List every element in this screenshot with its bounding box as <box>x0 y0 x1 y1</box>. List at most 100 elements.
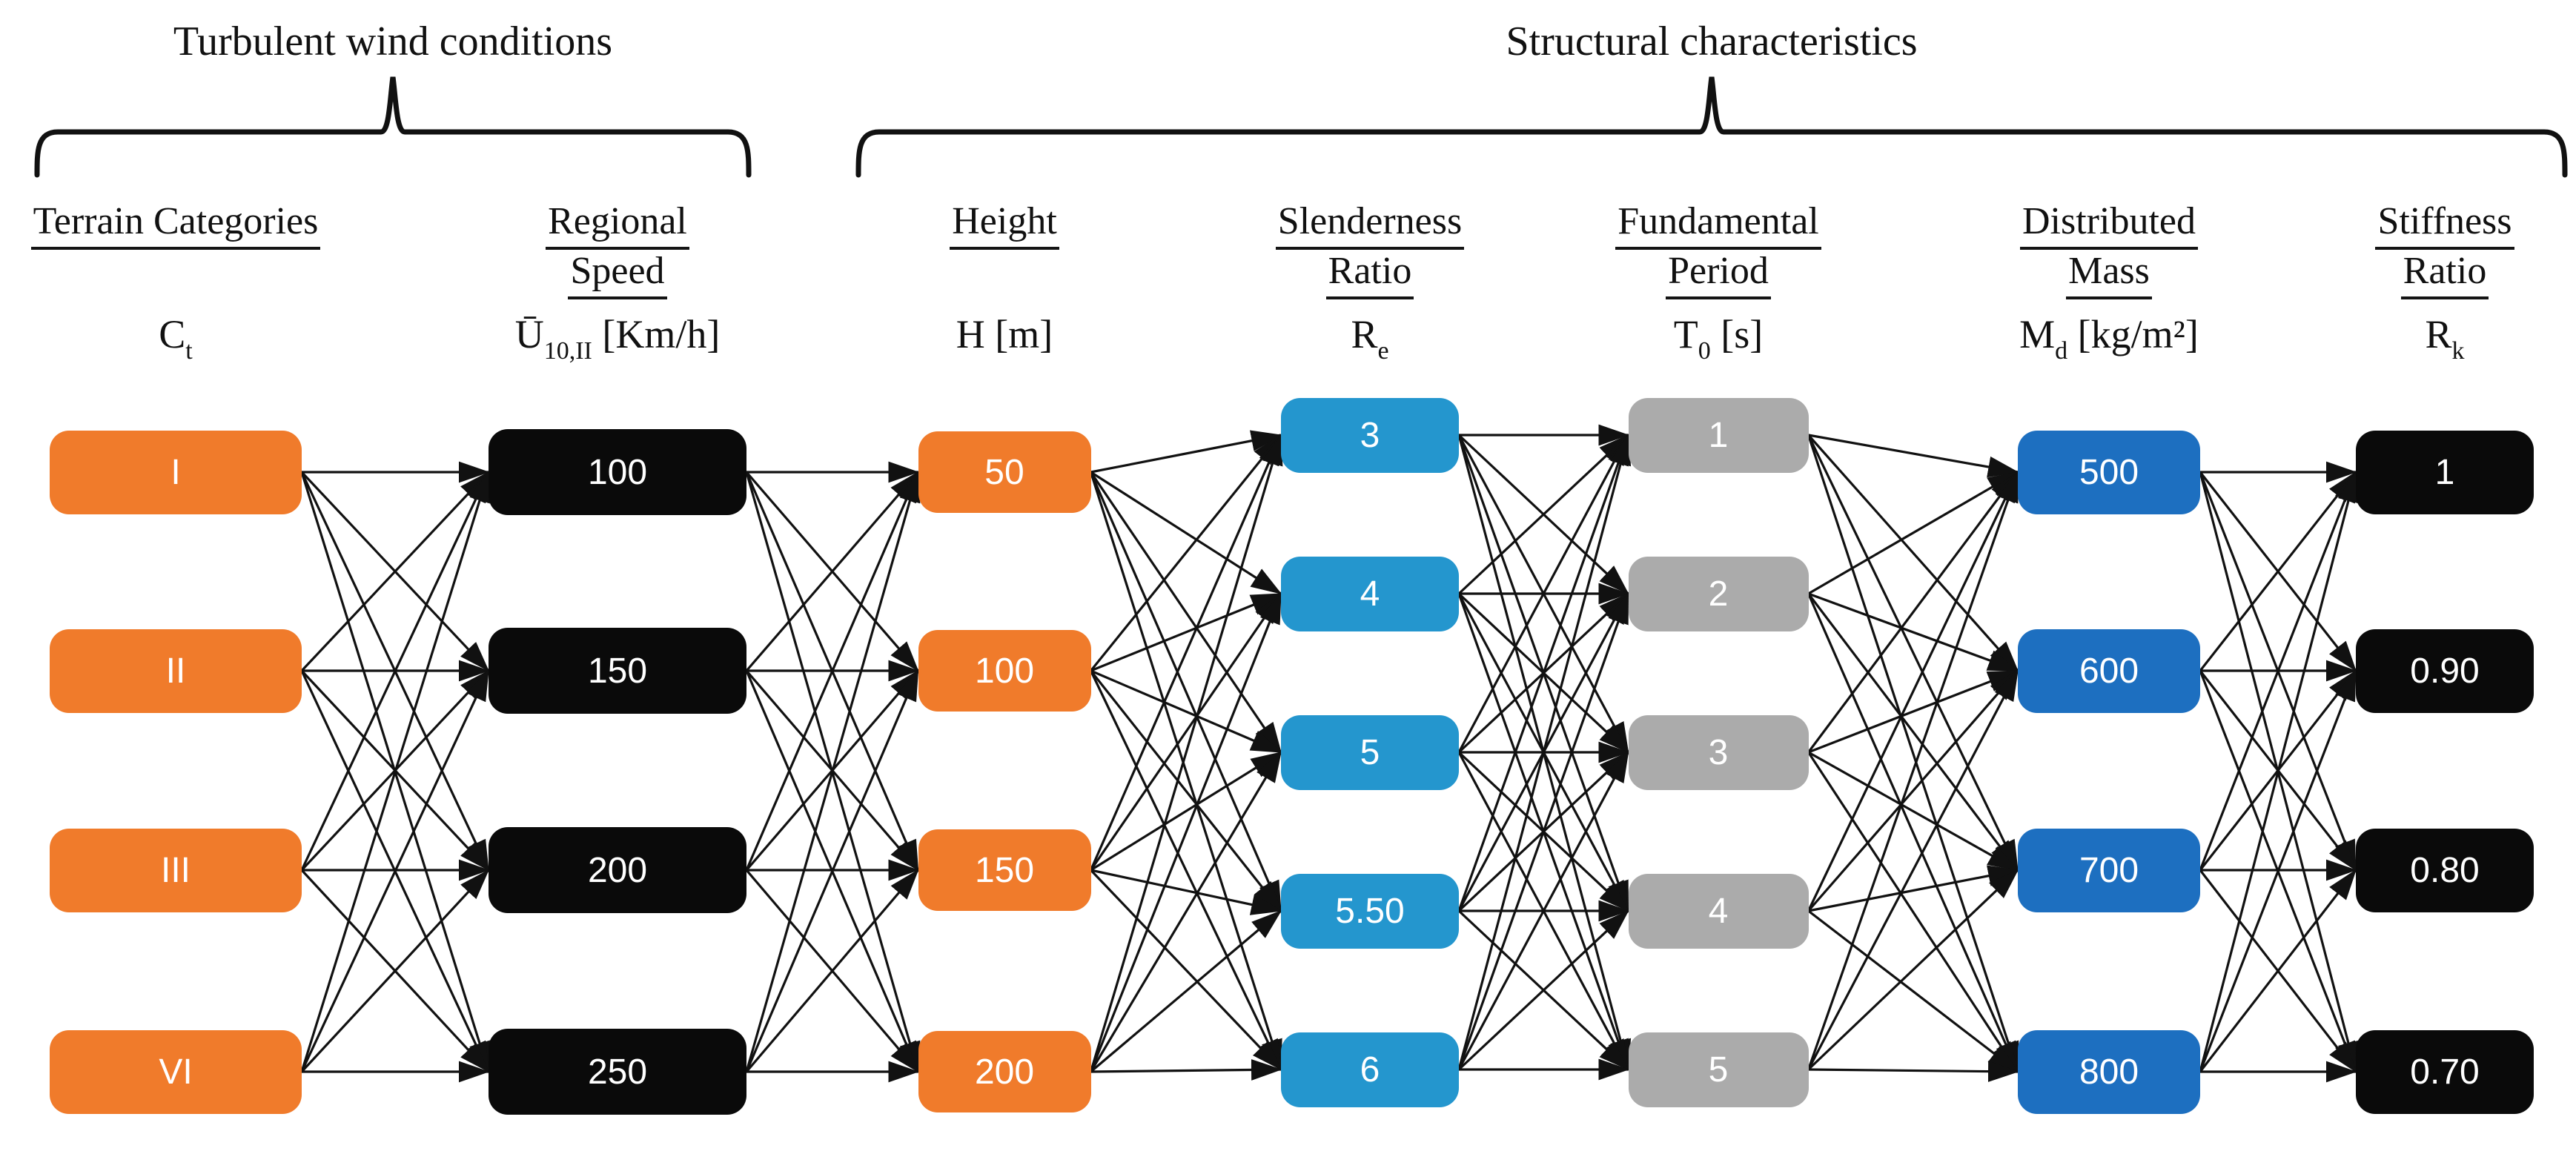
edge-height-to-slenderness-ratio <box>1090 869 1282 1071</box>
edge-terrain-categories-to-regional-speed <box>300 669 490 1072</box>
node-terrain-categories-VI: VI <box>50 1029 302 1114</box>
edge-height-to-slenderness-ratio <box>1090 471 1282 912</box>
node-terrain-categories-I: I <box>50 430 302 514</box>
edge-terrain-categories-to-regional-speed <box>300 471 490 1072</box>
edge-fundamental-period-to-distributed-mass <box>1807 669 2019 754</box>
edge-height-to-slenderness-ratio <box>1090 751 1282 872</box>
edge-slenderness-ratio-to-fundamental-period <box>1457 909 1629 1071</box>
symbol-subscript: d <box>2055 337 2068 365</box>
header-line-text: Distributed <box>2020 199 2198 250</box>
edge-slenderness-ratio-to-fundamental-period <box>1457 592 1630 1070</box>
edge-terrain-categories-to-regional-speed <box>300 471 490 871</box>
header-line: Fundamental <box>1511 199 1926 250</box>
symbol-main: T <box>1673 312 1698 356</box>
edge-distributed-mass-to-stiffness-ratio <box>2199 471 2359 1072</box>
edge-fundamental-period-to-distributed-mass <box>1807 909 2019 1073</box>
header-line: Stiffness <box>2237 199 2576 250</box>
edge-slenderness-ratio-to-fundamental-period <box>1457 434 1629 753</box>
edge-fundamental-period-to-distributed-mass <box>1808 434 2019 478</box>
edge-fundamental-period-to-distributed-mass <box>1807 434 2019 1073</box>
edge-fundamental-period-to-distributed-mass <box>1807 434 2019 672</box>
node-distributed-mass-500: 500 <box>2018 430 2200 514</box>
edge-height-to-slenderness-ratio <box>1089 434 1283 1072</box>
edge-distributed-mass-to-stiffness-ratio <box>2199 669 2357 1072</box>
edge-slenderness-ratio-to-fundamental-period <box>1457 434 1632 1070</box>
edge-height-to-slenderness-ratio <box>1090 471 1282 595</box>
column-symbol-height: H [m] <box>797 311 1212 374</box>
symbol-units: [m] <box>984 312 1053 356</box>
node-stiffness-ratio-1: 1 <box>2356 430 2534 514</box>
edge-height-to-slenderness-ratio <box>1090 1059 1282 1081</box>
symbol-main: M <box>2019 312 2056 356</box>
symbol-main: H <box>956 312 985 356</box>
symbol-units: [s] <box>1710 312 1764 356</box>
edge-fundamental-period-to-distributed-mass <box>1807 471 2019 595</box>
edge-distributed-mass-to-stiffness-ratio <box>2199 869 2357 1072</box>
edge-height-to-slenderness-ratio <box>1090 434 1282 672</box>
header-line: Speed <box>410 248 825 299</box>
node-regional-speed-200: 200 <box>489 827 746 913</box>
edge-fundamental-period-to-distributed-mass <box>1807 434 2019 872</box>
edge-height-to-slenderness-ratio <box>1089 471 1282 1071</box>
edge-fundamental-period-to-distributed-mass <box>1807 752 2019 1073</box>
header-line: Regional <box>410 199 825 250</box>
edge-fundamental-period-to-distributed-mass <box>1808 865 2019 912</box>
group-title-turbulent-wind-conditions: Turbulent wind conditions <box>173 19 613 64</box>
node-fundamental-period-2: 2 <box>1628 556 1809 631</box>
column-symbol-stiffness-ratio: Rk <box>2237 311 2576 374</box>
edge-regional-speed-to-height <box>745 669 919 1072</box>
node-height-200: 200 <box>918 1031 1091 1112</box>
node-distributed-mass-600: 600 <box>2018 629 2200 713</box>
node-slenderness-ratio-6: 6 <box>1281 1032 1459 1107</box>
edge-height-to-slenderness-ratio <box>1090 430 1282 474</box>
group-title-structural-characteristics: Structural characteristics <box>1506 19 1918 64</box>
node-slenderness-ratio-5: 5 <box>1281 714 1459 790</box>
node-regional-speed-250: 250 <box>489 1029 746 1115</box>
edge-height-to-slenderness-ratio <box>1090 434 1282 871</box>
header-line: Ratio <box>2237 248 2576 299</box>
symbol-units: [Km/h] <box>592 312 721 356</box>
header-line-text: Speed <box>568 248 667 299</box>
node-terrain-categories-II: II <box>50 629 302 713</box>
edge-fundamental-period-to-distributed-mass <box>1807 593 2019 872</box>
edge-height-to-slenderness-ratio <box>1090 669 1282 754</box>
node-fundamental-period-4: 4 <box>1628 873 1809 949</box>
edge-terrain-categories-to-regional-speed <box>300 471 490 672</box>
symbol-main: R <box>2425 312 2452 356</box>
header-line-text: Height <box>950 199 1059 250</box>
header-line: Slenderness <box>1162 199 1577 250</box>
symbol-units: [kg/m²] <box>2067 312 2199 356</box>
header-line-text: Ratio <box>2400 248 2489 299</box>
edge-distributed-mass-to-stiffness-ratio <box>2199 471 2357 871</box>
edge-fundamental-period-to-distributed-mass <box>1807 471 2019 912</box>
edge-fundamental-period-to-distributed-mass <box>1807 592 2019 672</box>
header-line-text: Fundamental <box>1615 199 1821 250</box>
node-stiffness-ratio-0.80: 0.80 <box>2356 828 2534 912</box>
edge-fundamental-period-to-distributed-mass <box>1807 471 2019 1070</box>
edge-fundamental-period-to-distributed-mass <box>1807 471 2019 753</box>
edge-distributed-mass-to-stiffness-ratio <box>2199 471 2357 671</box>
node-distributed-mass-700: 700 <box>2018 828 2200 912</box>
header-line-text: Regional <box>546 199 689 250</box>
edge-slenderness-ratio-to-fundamental-period <box>1457 434 1630 912</box>
node-terrain-categories-III: III <box>50 828 302 912</box>
edge-fundamental-period-to-distributed-mass <box>1807 869 2019 1071</box>
symbol-subscript: e <box>1377 337 1389 365</box>
edge-regional-speed-to-height <box>745 869 919 1073</box>
edge-height-to-slenderness-ratio <box>1090 471 1282 754</box>
node-slenderness-ratio-5.50: 5.50 <box>1281 873 1459 949</box>
column-symbol-terrain-categories: Ct <box>0 311 383 374</box>
symbol-subscript: t <box>185 337 193 365</box>
edge-fundamental-period-to-distributed-mass <box>1807 669 2019 1070</box>
header-line-text: Slenderness <box>1275 199 1465 250</box>
node-regional-speed-150: 150 <box>489 628 746 714</box>
header-line: Period <box>1511 248 1926 299</box>
edge-height-to-slenderness-ratio <box>1090 670 1282 1071</box>
edge-height-to-slenderness-ratio <box>1090 592 1282 672</box>
header-line-text: Period <box>1666 248 1771 299</box>
symbol-subscript: 10,II <box>543 337 592 365</box>
